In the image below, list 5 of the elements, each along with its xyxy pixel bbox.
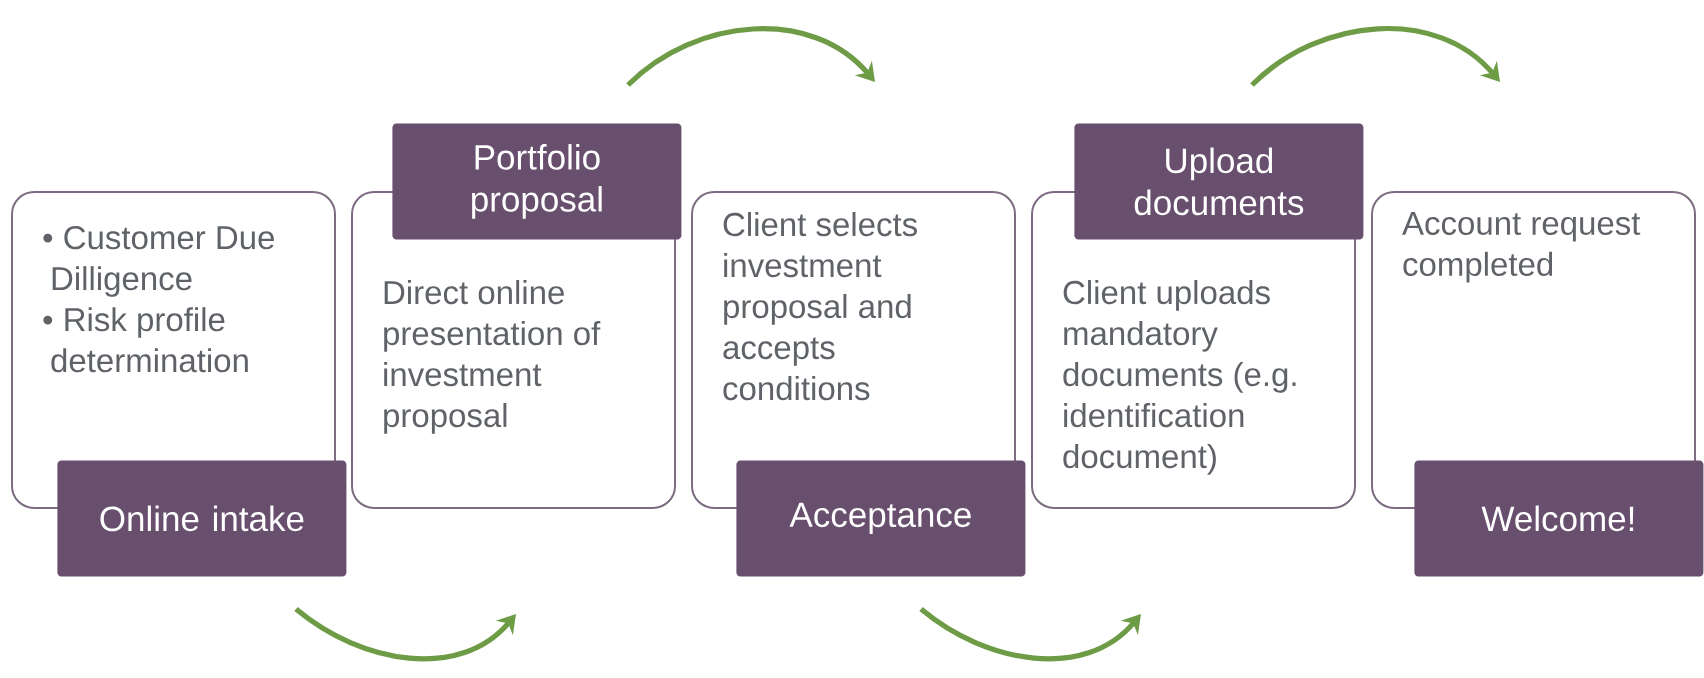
step-tab: Upload documents: [1074, 123, 1364, 240]
step-tab: Welcome!: [1414, 460, 1704, 577]
step-tab: Online intake: [57, 460, 347, 577]
step-tab: Portfolio proposal: [392, 123, 682, 240]
step-tab: Acceptance: [736, 460, 1026, 577]
